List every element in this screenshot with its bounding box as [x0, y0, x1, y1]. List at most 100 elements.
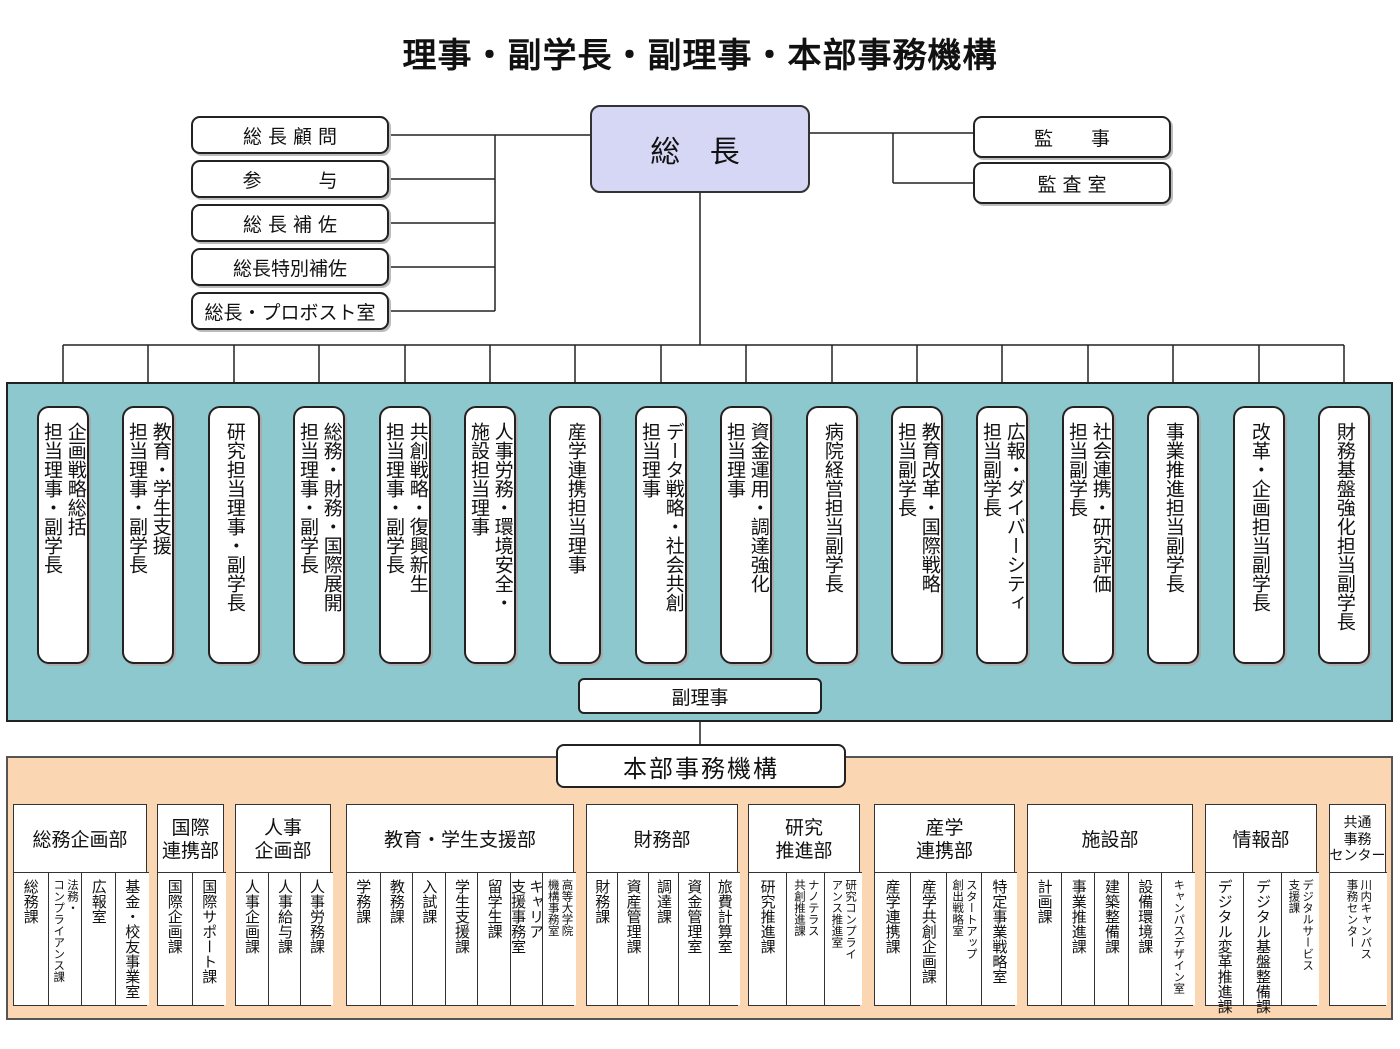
- executive-box: 産学連携担当理事: [549, 406, 601, 664]
- subdivision-cell: デジタル変革推進課: [1206, 872, 1244, 1014]
- subdivision-cell: デジタルサービス 支援課: [1280, 872, 1319, 1005]
- department-box: 研究 推進部研究推進課ナノテラス 共創推進課研究コンプライ アンス推進室: [748, 804, 862, 1006]
- subdivision-cell: キャリア 支援事務室: [509, 872, 546, 1005]
- executive-title: 財務基盤強化担当副学長: [1333, 422, 1356, 631]
- subdivision-cell: 国際サポート課: [191, 872, 226, 1005]
- subdivision-cell: 法務・ コンプライアンス課: [47, 872, 82, 1005]
- department-name: 財務部: [633, 828, 691, 851]
- subdivision-label: ナノテラス 共創推進課: [792, 879, 821, 937]
- subdivision-cell: 事業推進課: [1061, 872, 1096, 1005]
- executive-title: 産学連携担当理事: [564, 422, 587, 574]
- subdivision-label: 事業推進課: [1069, 879, 1088, 954]
- executive-title: 病院経営担当副学長: [821, 422, 844, 593]
- subdivision-label: 川内キャンパス 事務センター: [1345, 879, 1374, 960]
- executive-title: データ戦略・社会共創 担当理事: [639, 422, 685, 612]
- subdivision-label: 国際企画課: [165, 879, 184, 954]
- subdivision-cell: 入試課: [412, 872, 446, 1005]
- auditor-box: 監 事: [973, 116, 1171, 158]
- subdivision-cell: 総務課: [14, 872, 48, 1005]
- subdivision-label: キャリア 支援事務室: [509, 879, 546, 954]
- subdivision-cell: 財務課: [587, 872, 618, 1005]
- subdivision-cell: 計画課: [1028, 872, 1062, 1005]
- subdivision-label: 人事給与課: [276, 879, 294, 954]
- president-box: 総 長: [590, 105, 810, 193]
- advisor-box: 総長・プロボスト室: [191, 292, 389, 330]
- department-box: 人事 企画部人事企画課人事給与課人事労務課: [235, 804, 333, 1006]
- executive-box: 研究担当理事・副学長: [208, 406, 260, 664]
- subdivision-label: キャンパスデザイン室: [1172, 879, 1187, 994]
- executive-title: 教育改革・国際戦略 担当副学長: [895, 422, 941, 593]
- department-name: 施設部: [1081, 828, 1139, 851]
- subdivision-cell: 研究コンプライ アンス推進室: [823, 872, 862, 1005]
- executive-box: 事業推進担当副学長: [1147, 406, 1199, 664]
- advisor-box: 総 長 顧 問: [191, 116, 389, 154]
- executive-box: データ戦略・社会共創 担当理事: [635, 406, 687, 664]
- executive-box: 教育・学生支援 担当理事・副学長: [122, 406, 174, 664]
- subdivision-cell: 教務課: [379, 872, 414, 1005]
- subdivision-cell: 高等大学院 機構事務室: [542, 872, 576, 1005]
- subdivision-cell: 人事企画課: [236, 872, 268, 1005]
- subdivision-label: 旅費計算室: [715, 879, 734, 954]
- executive-box: 病院経営担当副学長: [806, 406, 858, 664]
- subdivision-label: スタートアップ 創出戦略室: [951, 879, 979, 960]
- subdivision-label: 特定事業戦略室: [990, 879, 1009, 984]
- executive-box: 改革・企画担当副学長: [1233, 406, 1285, 664]
- subdivision-label: 調達課: [654, 879, 673, 924]
- subdivision-cell: 建築整備課: [1094, 872, 1129, 1005]
- subdivision-label: デジタル基盤整備課: [1253, 879, 1272, 1014]
- department-name: 産学 連携部: [915, 817, 973, 862]
- subdivision-label: 広報室: [89, 879, 108, 924]
- executive-box: 社会連携・研究評価 担当副学長: [1062, 406, 1114, 664]
- subdivision-cell: 川内キャンパス 事務センター: [1330, 872, 1387, 1005]
- subdivision-label: 教務課: [387, 879, 406, 924]
- subdivision-label: 国際サポート課: [200, 879, 219, 984]
- subdivision-label: 入試課: [420, 879, 439, 924]
- subdivision-cell: 留学生課: [477, 872, 511, 1005]
- subdivision-label: 高等大学院 機構事務室: [546, 879, 575, 937]
- executive-box: 共創戦略・復興新生 担当理事・副学長: [379, 406, 431, 664]
- subdivision-label: 建築整備課: [1102, 879, 1121, 954]
- subdivision-label: 法務・ コンプライアンス課: [52, 879, 81, 983]
- subdivision-cell: キャンパスデザイン室: [1160, 872, 1195, 1005]
- subdivision-label: 留学生課: [485, 879, 504, 939]
- executive-box: 広報・ダイバーシティ 担当副学長: [976, 406, 1028, 664]
- executive-title: 広報・ダイバーシティ 担当副学長: [980, 422, 1026, 612]
- subdivision-cell: 学生支援課: [444, 872, 479, 1005]
- department-box: 施設部計画課事業推進課建築整備課設備環境課 キャンパスデザイン室: [1027, 804, 1195, 1006]
- subdivision-label: 研究コンプライ アンス推進室: [830, 879, 859, 960]
- subdivision-cell: 基金・校友事業室: [114, 872, 149, 1005]
- subdivision-cell: 研究推進課: [749, 872, 787, 1005]
- subdivision-label: 資金管理室: [685, 879, 704, 954]
- subdivision-cell: 旅費計算室: [708, 872, 740, 1005]
- executive-title: 共創戦略・復興新生 担当理事・副学長: [383, 422, 429, 593]
- subdivision-cell: ナノテラス 共創推進課: [786, 872, 825, 1005]
- executive-title: 事業推進担当副学長: [1162, 422, 1185, 593]
- vice-director-box: 副理事: [578, 678, 822, 714]
- subdivision-cell: 資産管理課: [617, 872, 649, 1005]
- executive-title: 改革・企画担当副学長: [1248, 422, 1271, 612]
- subdivision-cell: デジタル基盤整備課: [1243, 872, 1282, 1014]
- subdivision-label: 財務課: [593, 879, 612, 924]
- auditor-box: 監 査 室: [973, 162, 1171, 204]
- executive-box: 人事労務・環境安全・ 施設担当理事: [464, 406, 516, 664]
- executive-title: 人事労務・環境安全・ 施設担当理事: [468, 422, 514, 612]
- subdivision-label: 資産管理課: [624, 879, 643, 954]
- subdivision-label: 学務課: [354, 879, 373, 924]
- subdivision-label: デジタルサービス 支援課: [1287, 879, 1316, 971]
- department-name: 共通 事務 センター: [1329, 814, 1386, 865]
- executive-box: 財務基盤強化担当副学長: [1318, 406, 1370, 664]
- subdivision-cell: 国際企画課: [158, 872, 192, 1005]
- subdivision-label: 研究推進課: [758, 879, 777, 954]
- executive-title: 総務・財務・国際展開 担当理事・副学長: [297, 422, 343, 612]
- subdivision-label: 人事労務課: [308, 879, 326, 954]
- subdivision-cell: 広報室: [81, 872, 116, 1005]
- subdivision-label: 計画課: [1035, 879, 1054, 924]
- executive-box: 資金運用・調達強化 担当理事: [720, 406, 772, 664]
- subdivision-label: 設備環境課: [1136, 879, 1155, 954]
- executive-box: 総務・財務・国際展開 担当理事・副学長: [293, 406, 345, 664]
- subdivision-cell: 人事労務課: [300, 872, 333, 1005]
- department-box: 情報部デジタル変革推進課デジタル基盤整備課デジタルサービス 支援課: [1205, 804, 1319, 1014]
- department-box: 教育・学生支援部学務課教務課入試課学生支援課留学生課キャリア 支援事務室高等大学…: [346, 804, 576, 1006]
- advisor-box: 総 長 補 佐: [191, 204, 389, 242]
